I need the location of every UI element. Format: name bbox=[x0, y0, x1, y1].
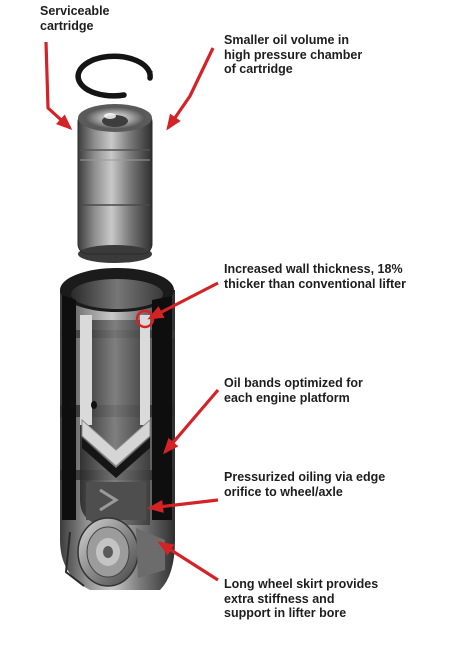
arrow-serviceable-cartridge-head bbox=[56, 114, 73, 131]
cartridge bbox=[77, 104, 153, 263]
callout-long-wheel-skirt: Long wheel skirt provides extra stiffnes… bbox=[224, 577, 379, 620]
arrow-smaller-oil-volume bbox=[166, 47, 215, 129]
arrow-pressurized-oiling-head bbox=[147, 500, 164, 513]
arrow-oil-bands-head bbox=[163, 437, 179, 455]
retaining-ring bbox=[75, 53, 153, 99]
callout-oil-bands: Oil bands optimized for each engine plat… bbox=[224, 376, 363, 405]
arrow-smaller-oil-volume-head bbox=[166, 113, 181, 131]
callout-arrows bbox=[44, 41, 220, 582]
lifter-body bbox=[60, 268, 175, 590]
arrow-oil-bands bbox=[163, 388, 220, 454]
roller-wheel bbox=[64, 517, 165, 587]
callout-wall-thickness: Increased wall thickness, 18% thicker th… bbox=[224, 262, 406, 291]
wall-highlight-ring bbox=[135, 309, 155, 329]
arrow-serviceable-cartridge bbox=[44, 41, 72, 130]
arrow-long-wheel-skirt-head bbox=[157, 541, 175, 556]
callout-pressurized-oiling: Pressurized oiling via edge orifice to w… bbox=[224, 470, 386, 499]
callout-smaller-oil-volume: Smaller oil volume in high pressure cham… bbox=[224, 33, 363, 76]
callout-serviceable-cartridge: Serviceable cartridge bbox=[40, 4, 110, 33]
